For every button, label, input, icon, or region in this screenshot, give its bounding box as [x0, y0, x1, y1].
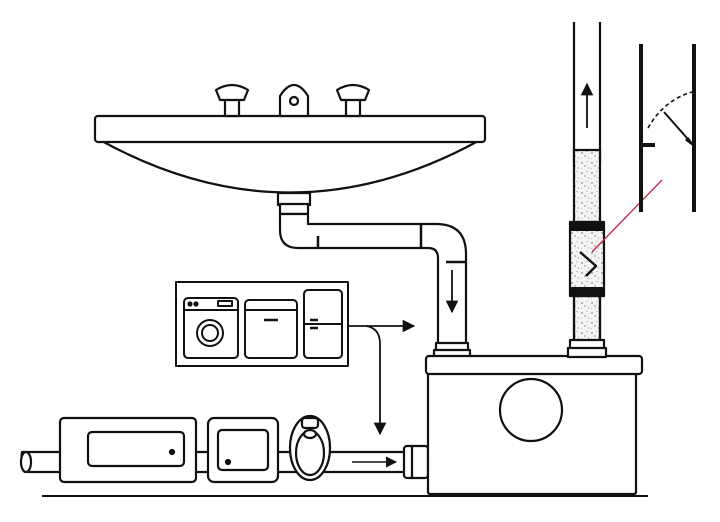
toilet-icon — [288, 414, 332, 482]
callout-line — [591, 179, 663, 253]
shower-tray-icon — [206, 416, 280, 484]
sink-icon — [93, 114, 487, 216]
bathtub-icon — [58, 416, 198, 484]
dishwasher-icon — [244, 299, 298, 359]
pump-unit-icon — [424, 354, 644, 496]
faucet-icon — [214, 83, 371, 118]
washing-machine-icon — [183, 297, 239, 359]
vent-pipe-icon — [566, 22, 608, 359]
check-valve-icon — [568, 220, 606, 298]
appliance-panel-icon — [175, 281, 349, 367]
sink-drain-pipe — [278, 212, 472, 360]
flow-arrow-appliance-drain-down — [365, 325, 387, 436]
refrigerator-icon — [303, 289, 343, 359]
valve-detail-icon — [639, 44, 696, 212]
